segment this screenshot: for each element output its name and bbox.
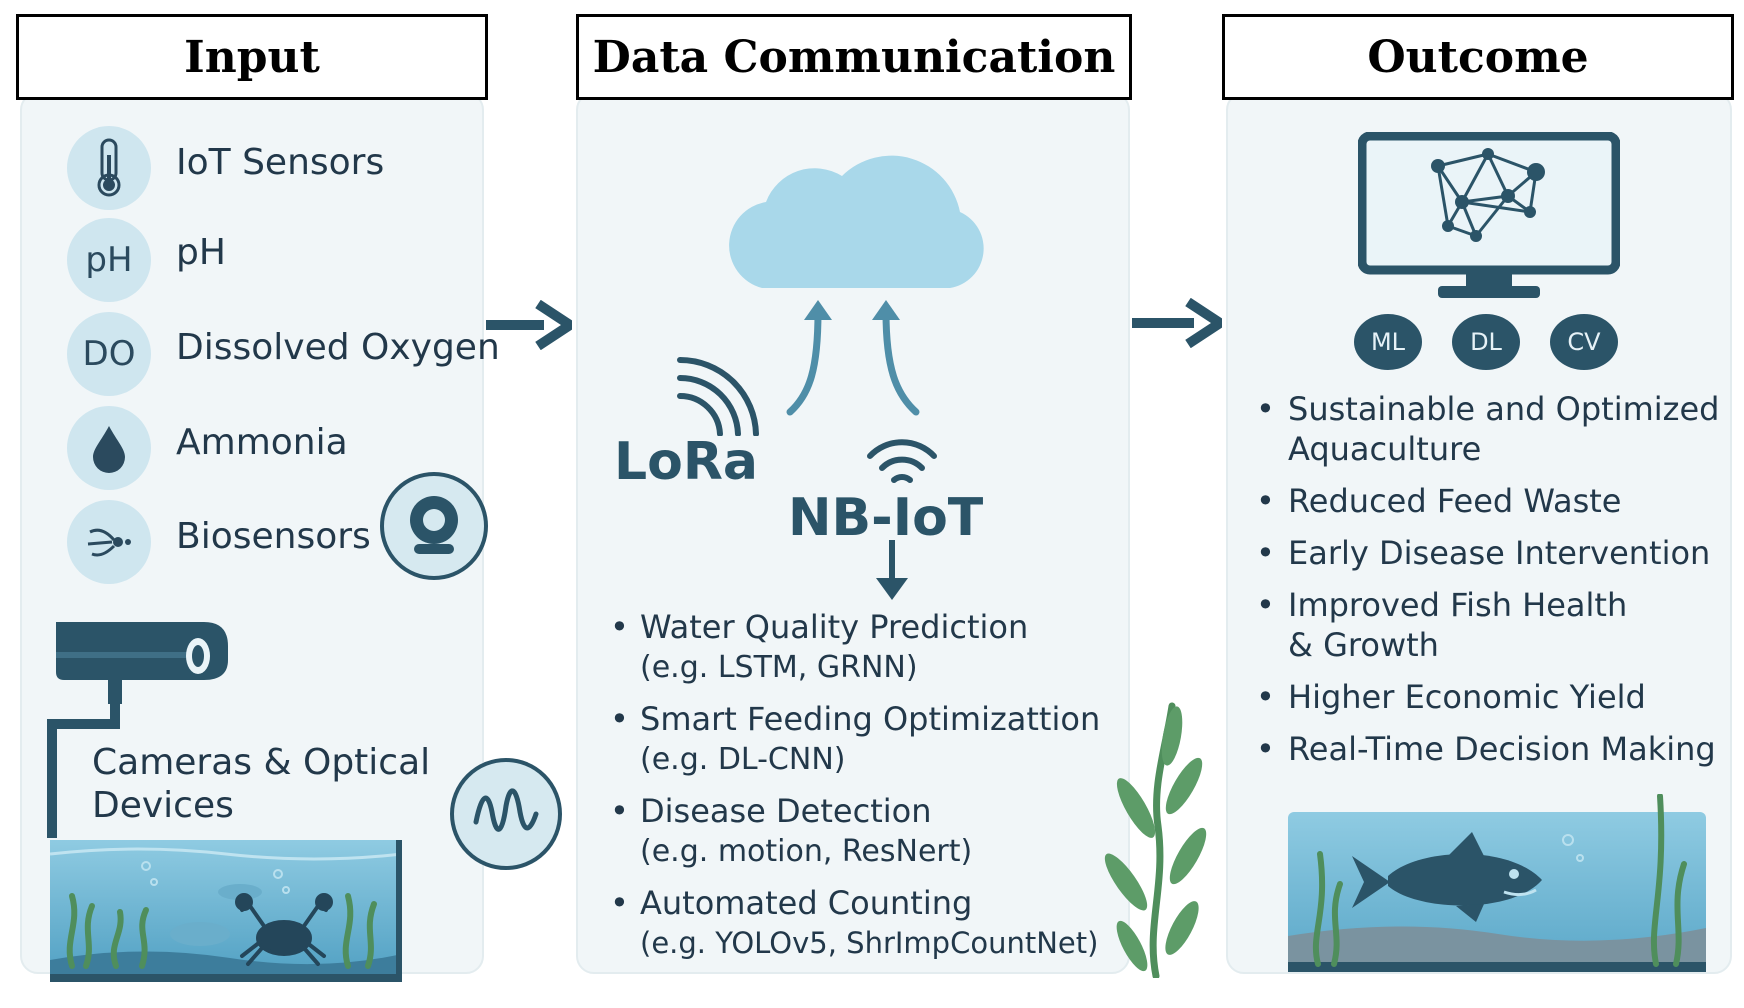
camera-label-line2: Devices (92, 785, 234, 826)
cloud-icon (716, 136, 992, 292)
aquarium-crab-illustration (49, 840, 403, 982)
comm-item-4-example: (e.g. YOLOv5, ShrImpCountNet) (640, 926, 1099, 960)
comm-item-3-example: (e.g. motion, ResNert) (640, 834, 973, 869)
comm-item-2-title: Smart Feeding Optimizattion (640, 700, 1101, 738)
outcome-bullet-4: • (1256, 586, 1275, 624)
outcome-item-5-line1: Higher Economic Yield (1288, 678, 1646, 716)
biosensor-icon (67, 500, 151, 584)
comm-item-1-title: Water Quality Prediction (640, 608, 1029, 646)
aquarium-fish-illustration (1288, 793, 1706, 972)
outcome-bullet-3: • (1256, 534, 1275, 572)
comm-item-4-title: Automated Counting (640, 884, 973, 922)
sensor-label-ph: pH (176, 232, 226, 273)
cv-badge-label: CV (1567, 328, 1601, 356)
cctv-camera-icon (44, 612, 234, 722)
seaweed-icon (1096, 696, 1216, 980)
communication-header-title: Data Communication (592, 31, 1116, 83)
outcome-header: Outcome (1222, 14, 1734, 100)
sensor-label-biosensors: Biosensors (176, 516, 371, 557)
outcome-item-4-line1: Improved Fish Health (1288, 586, 1628, 624)
outcome-bullet-6: • (1256, 730, 1275, 768)
lora-signal-icon (676, 356, 786, 437)
comm-item-3-title: Disease Detection (640, 792, 932, 830)
comm-bullet-2: • (610, 700, 629, 738)
arrow-input-to-communication (486, 299, 580, 354)
dl-badge-label: DL (1470, 328, 1502, 356)
outcome-bullet-1: • (1256, 390, 1275, 428)
comm-item-2-example: (e.g. DL-CNN) (640, 742, 846, 777)
communication-header: Data Communication (576, 14, 1132, 100)
ph-icon: pH (67, 218, 151, 302)
comm-item-1-example: (e.g. LSTM, GRNN) (640, 650, 918, 685)
outcome-item-1-line1: Sustainable and Optimized (1288, 390, 1720, 428)
cv-badge: CV (1550, 314, 1618, 370)
input-header: Input (16, 14, 488, 100)
ph-badge: pH (85, 240, 133, 280)
thermometer-icon (67, 126, 151, 210)
outcome-item-3-line1: Early Disease Intervention (1288, 534, 1711, 572)
sensor-label-do: Dissolved Oxygen (176, 327, 500, 368)
camera-pole (44, 698, 124, 838)
do-icon: DO (67, 312, 151, 396)
ml-badge-label: ML (1370, 328, 1406, 356)
camera-label-line1: Cameras & Optical (92, 742, 431, 783)
outcome-item-6-line1: Real-Time Decision Making (1288, 730, 1716, 768)
downlink-arrow (874, 540, 910, 602)
outcome-header-title: Outcome (1367, 31, 1589, 83)
ml-badge: ML (1354, 314, 1422, 370)
comm-bullet-3: • (610, 792, 629, 830)
droplet-icon (67, 406, 151, 490)
input-header-title: Input (184, 31, 320, 83)
nbiot-label: NB-IoT (788, 488, 984, 548)
comm-bullet-1: • (610, 608, 629, 646)
nbiot-wifi-icon (862, 438, 942, 488)
webcam-icon (378, 470, 490, 582)
outcome-item-2-line1: Reduced Feed Waste (1288, 482, 1622, 520)
outcome-item-1-line2: Aquaculture (1288, 430, 1482, 468)
comm-bullet-4: • (610, 884, 629, 922)
sensor-label-iot: IoT Sensors (176, 142, 385, 183)
outcome-bullet-2: • (1256, 482, 1275, 520)
outcome-bullet-5: • (1256, 678, 1275, 716)
uplink-arrows (778, 298, 928, 418)
waveform-icon (448, 756, 564, 872)
dl-badge: DL (1452, 314, 1520, 370)
monitor-network-icon (1357, 131, 1621, 304)
lora-label: LoRa (614, 432, 758, 492)
arrow-communication-to-outcome (1132, 297, 1230, 352)
outcome-item-4-line2: & Growth (1288, 626, 1439, 664)
do-badge: DO (82, 334, 136, 374)
sensor-label-ammonia: Ammonia (176, 422, 348, 463)
